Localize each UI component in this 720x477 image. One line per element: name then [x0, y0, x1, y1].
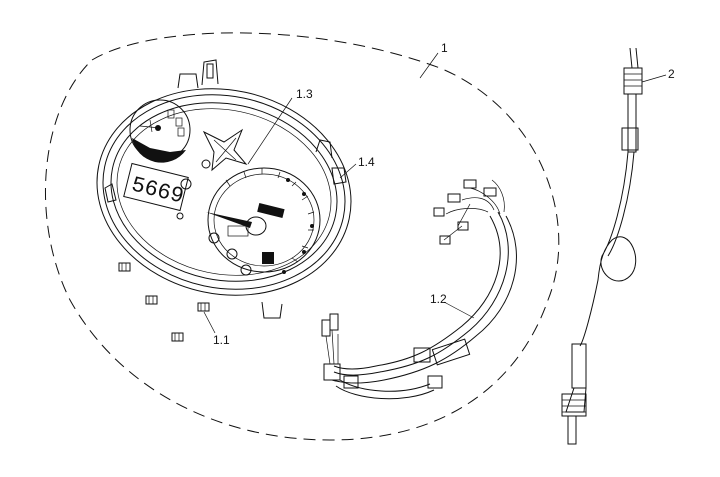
- odometer-display: 5669: [123, 162, 189, 212]
- callout-bulb: 1.4: [358, 155, 375, 169]
- speedometer-dial: [206, 167, 321, 274]
- fuel-gauge: [129, 99, 191, 163]
- assembly-boundary: [44, 32, 560, 441]
- wiring-harness: [321, 179, 517, 400]
- warning-symbol: [202, 128, 248, 172]
- callout-assembly: 1: [441, 41, 448, 55]
- instrument-cluster: 5669: [96, 59, 352, 319]
- speedometer-cable: [561, 47, 643, 445]
- callout-screws: 1.1: [213, 333, 230, 347]
- bulb-sockets: [118, 262, 210, 342]
- leader-lines: [203, 52, 667, 334]
- callout-cable: 2: [668, 67, 675, 81]
- svg-text:5669: 5669: [129, 172, 186, 209]
- callout-gauge: 1.3: [296, 87, 313, 101]
- callout-harness: 1.2: [430, 292, 447, 306]
